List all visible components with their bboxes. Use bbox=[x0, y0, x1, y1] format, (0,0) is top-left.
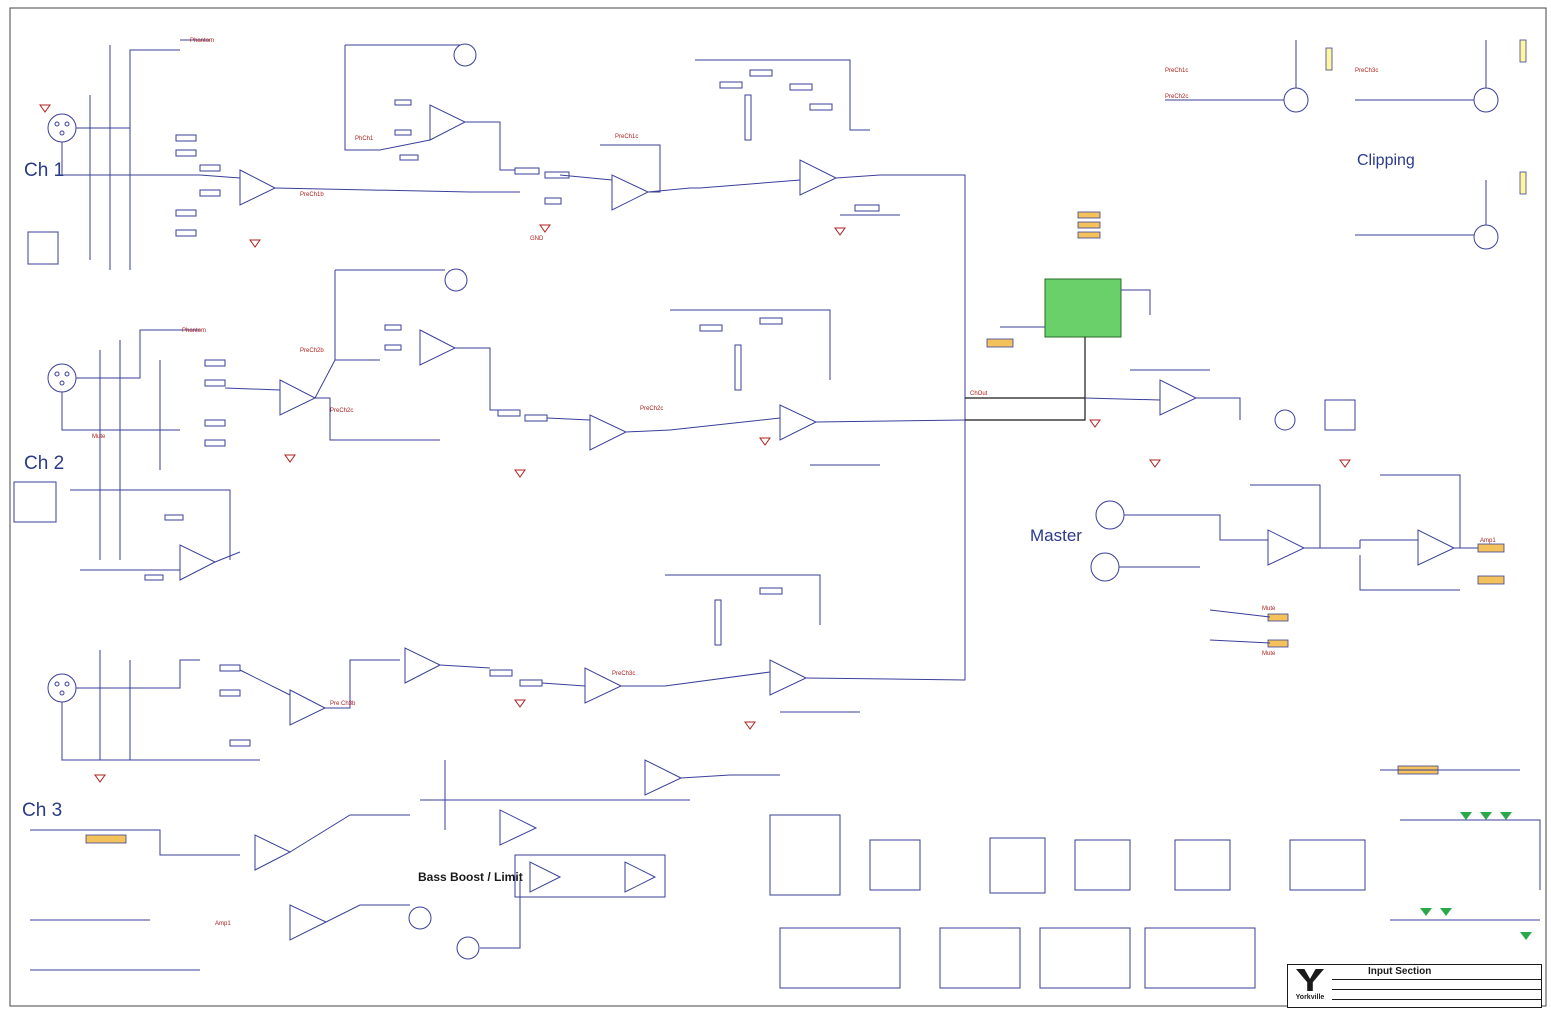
svg-text:PhCh1: PhCh1 bbox=[355, 136, 374, 142]
svg-text:Mute: Mute bbox=[92, 434, 106, 440]
svg-text:PreCh1c: PreCh1c bbox=[1165, 68, 1188, 74]
sheet-border bbox=[9, 7, 1547, 1007]
master-label: Master bbox=[1030, 526, 1082, 545]
title-block-divider bbox=[1332, 979, 1541, 980]
bass-boost-label: Bass Boost / Limit bbox=[418, 870, 523, 884]
ch2-circuit: Phantom PreCh2b PreCh2c Mute PreCh2c bbox=[13, 268, 966, 581]
yorkville-logo-mark bbox=[1296, 969, 1324, 991]
yorkville-logo: Yorkville bbox=[1290, 967, 1330, 1005]
clipping-label: Clipping bbox=[1357, 152, 1415, 169]
sheet-title: Input Section bbox=[1368, 966, 1432, 977]
svg-text:Amp1: Amp1 bbox=[1480, 538, 1496, 544]
svg-text:ChOut: ChOut bbox=[970, 391, 988, 397]
title-block-divider bbox=[1332, 989, 1541, 990]
svg-text:GND: GND bbox=[530, 236, 544, 242]
svg-text:Mute: Mute bbox=[1262, 651, 1276, 657]
clipping-circuit: PreCh1c PreCh2c PreCh3c bbox=[1165, 39, 1527, 250]
svg-text:Mute: Mute bbox=[1262, 606, 1276, 612]
master-circuit: Amp1 Mute Mute bbox=[1084, 369, 1505, 657]
center-bus: ChOut bbox=[965, 211, 1151, 421]
svg-text:PreCh3c: PreCh3c bbox=[1355, 68, 1378, 74]
svg-text:Amp1: Amp1 bbox=[215, 921, 231, 927]
svg-text:PreCh2c: PreCh2c bbox=[330, 408, 353, 414]
svg-text:PreCh2b: PreCh2b bbox=[300, 348, 324, 354]
svg-text:PreCh1b: PreCh1b bbox=[300, 192, 324, 198]
svg-text:PreCh2c: PreCh2c bbox=[1165, 94, 1188, 100]
title-block-divider bbox=[1332, 999, 1541, 1000]
svg-text:Phantom: Phantom bbox=[190, 38, 214, 44]
svg-text:Pre Ch3b: Pre Ch3b bbox=[330, 701, 356, 707]
power-section bbox=[769, 765, 1541, 989]
ch1-label: Ch 1 bbox=[24, 160, 65, 181]
brand-name: Yorkville bbox=[1295, 994, 1325, 1001]
svg-text:Phantom: Phantom bbox=[182, 328, 206, 334]
svg-text:PreCh1c: PreCh1c bbox=[615, 134, 638, 140]
green-ic-block bbox=[1044, 278, 1122, 338]
ch1-circuit: Phantom PhCh1 PreCh1b GND PreCh1c bbox=[27, 38, 966, 398]
ch2-label: Ch 2 bbox=[24, 453, 65, 474]
ground-symbols bbox=[39, 104, 1351, 783]
svg-text:PreCh3c: PreCh3c bbox=[612, 671, 635, 677]
ch3-circuit: Pre Ch3b PreCh3c Amp1 bbox=[30, 398, 966, 971]
ch3-label: Ch 3 bbox=[22, 800, 63, 821]
svg-text:PreCh2c: PreCh2c bbox=[640, 406, 663, 412]
title-block: Yorkville Input Section bbox=[1287, 964, 1542, 1008]
